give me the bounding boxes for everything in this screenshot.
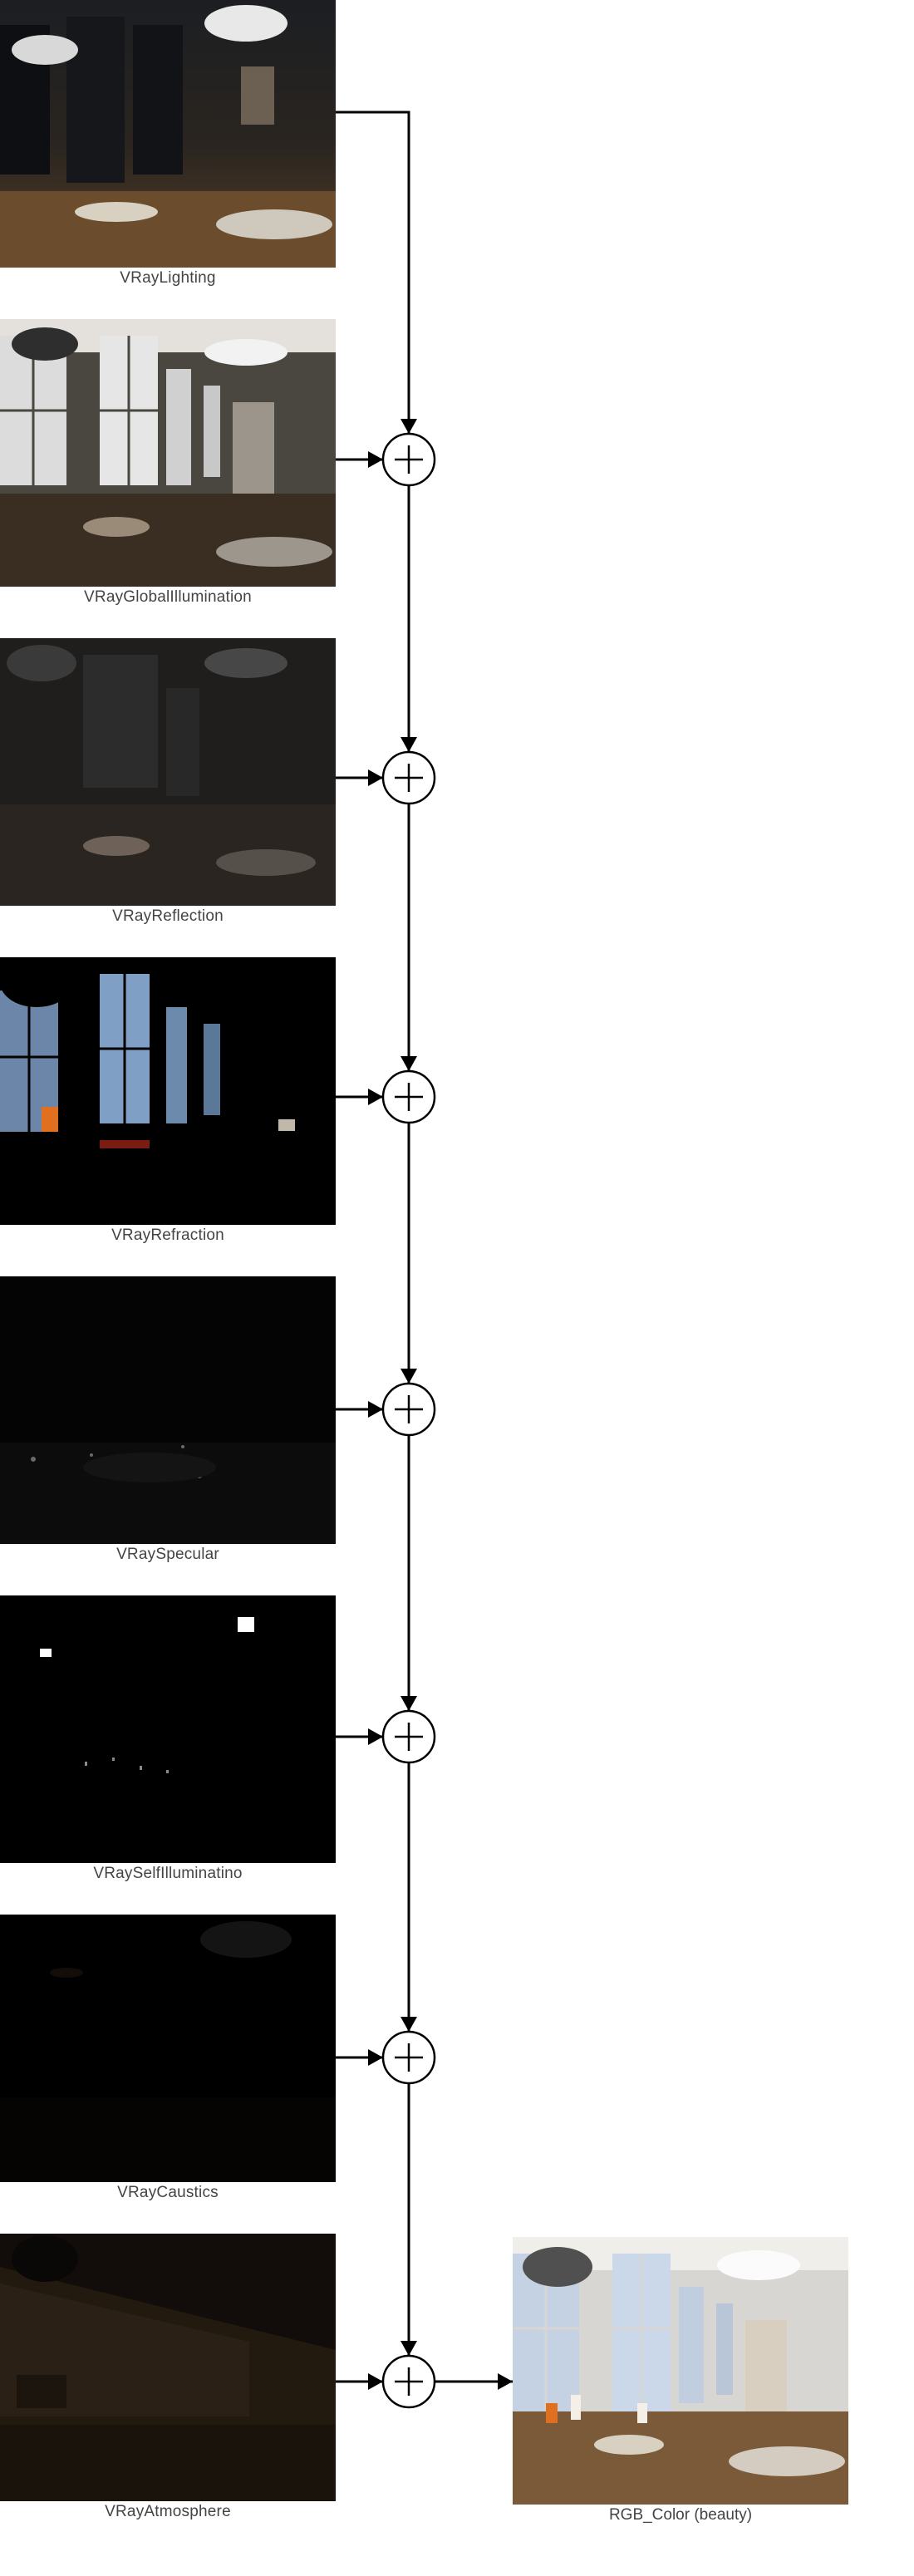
arrow-head-down: [400, 1696, 417, 1711]
arrow-head-right: [368, 2373, 383, 2390]
arrow-head-down: [400, 2017, 417, 2032]
result-label: RGB_Color (beauty): [608, 2506, 753, 2524]
pass-image-vraycaustics: [0, 1915, 336, 2182]
pass-label: VRayReflection: [112, 907, 224, 925]
pass-image-vrayreflection: [0, 638, 336, 906]
result-image-beauty: [513, 2237, 848, 2505]
arrow-head-right: [368, 1089, 383, 1105]
arrow-head-right: [498, 2373, 513, 2390]
arrow-head-down: [400, 1369, 417, 1384]
arrow-head-right: [368, 769, 383, 786]
arrow-head-down: [400, 1056, 417, 1071]
pass-image-vraylighting: [0, 0, 336, 268]
connector-line: [336, 111, 410, 434]
pass-label: VRaySpecular: [116, 1546, 219, 1563]
arrow-head-down: [400, 2341, 417, 2356]
pass-image-vrayrefraction: [0, 957, 336, 1225]
pass-label: VRayGlobalIllumination: [84, 588, 252, 606]
arrow-head-right: [368, 2049, 383, 2066]
arrow-head-down: [400, 737, 417, 752]
pass-label: VRayLighting: [120, 269, 216, 287]
pass-label: VRayCaustics: [117, 2184, 219, 2201]
pass-label: VRayRefraction: [111, 1227, 224, 1244]
pass-label: VRayAtmosphere: [105, 2503, 231, 2520]
pass-image-vrayatmosphere: [0, 2234, 336, 2501]
pass-label: VRaySelfIlluminatino: [93, 1865, 243, 1882]
arrow-head-right: [368, 1728, 383, 1745]
pass-image-vrayselfilluminatino: [0, 1595, 336, 1863]
pass-image-vrayglobalillumination: [0, 319, 336, 587]
arrow-head-right: [368, 451, 383, 468]
arrow-head-right: [368, 1401, 383, 1418]
arrow-head-down: [400, 419, 417, 434]
pass-image-vrayspecular: [0, 1276, 336, 1544]
